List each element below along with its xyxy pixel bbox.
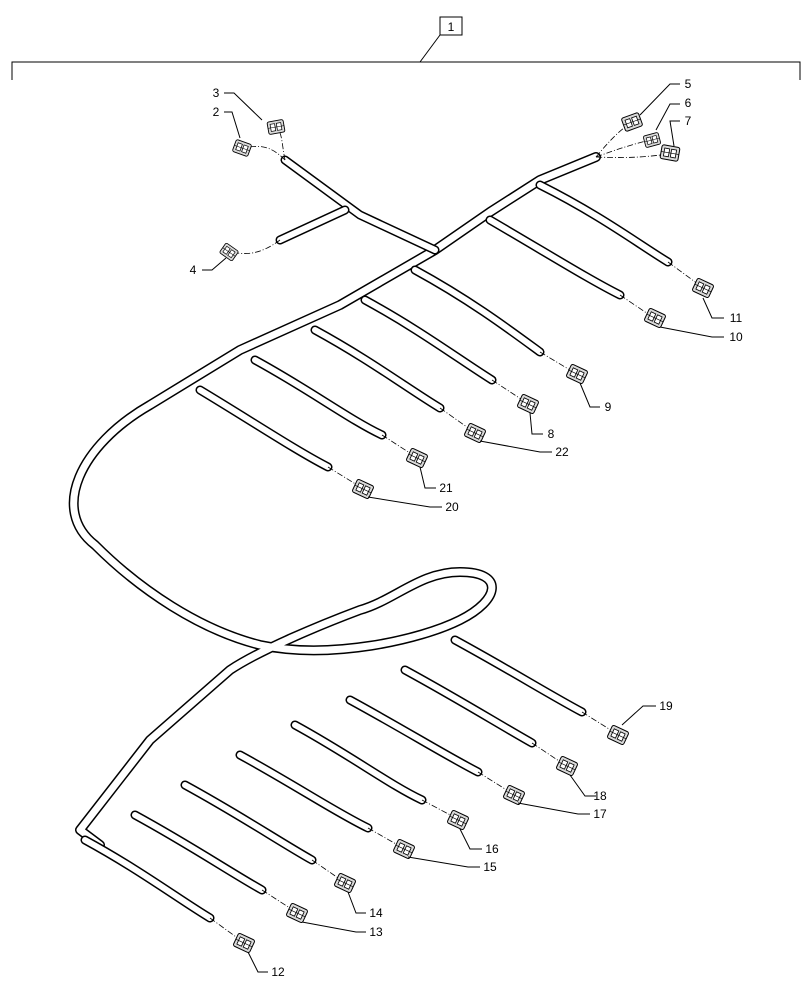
callout-6: 6: [685, 96, 692, 110]
connector-12-icon: [232, 932, 256, 954]
connector-2-icon: [231, 138, 253, 158]
connector-4-icon: [218, 242, 240, 262]
callout-8: 8: [548, 427, 555, 441]
harness-branch-upper-left: [275, 155, 440, 255]
connector-3-icon: [266, 118, 286, 136]
callout-17: 17: [593, 807, 607, 821]
connector-11-icon: [691, 277, 715, 299]
callout-14: 14: [369, 906, 383, 920]
connector-10-icon: [643, 307, 667, 329]
connector-19-icon: [606, 724, 630, 746]
callout-9: 9: [605, 400, 612, 414]
callout-20: 20: [445, 500, 459, 514]
connector-16-icon: [446, 809, 470, 831]
callout-13: 13: [369, 925, 383, 939]
callout-5: 5: [685, 77, 692, 91]
connector-13-icon: [285, 902, 309, 924]
callout-numbers: 2 3 4 5 6 7 11 10 9 8 22 21 20 19 18 17 …: [190, 77, 743, 979]
callout-12: 12: [271, 965, 285, 979]
callout-21: 21: [439, 481, 453, 495]
assembly-bracket: [11, 34, 801, 80]
harness-trunk: [68, 152, 601, 850]
callout-18: 18: [593, 789, 607, 803]
callout-22: 22: [555, 445, 569, 459]
connector-9-icon: [565, 363, 589, 385]
connector-6-icon: [642, 131, 662, 149]
callout-3: 3: [213, 86, 220, 100]
assembly-callout-box: [439, 16, 463, 36]
harness-branches-upper: [195, 180, 673, 472]
callout-15: 15: [483, 860, 497, 874]
callout-7: 7: [685, 114, 692, 128]
connector-8-icon: [516, 393, 540, 415]
callout-11: 11: [730, 311, 743, 325]
connector-7-icon: [659, 144, 681, 162]
callout-19: 19: [659, 699, 673, 713]
connector-21-icon: [405, 447, 429, 469]
connector-18-icon: [555, 755, 579, 777]
connector-14-icon: [333, 872, 357, 894]
callout-4: 4: [190, 263, 197, 277]
assembly-callout-number: 1: [448, 20, 455, 34]
connector-22-icon: [463, 422, 487, 444]
connector-5-icon: [620, 111, 644, 133]
callout-16: 16: [485, 842, 499, 856]
connector-20-icon: [351, 478, 375, 500]
connector-17-icon: [502, 784, 526, 806]
callout-leaders: [202, 83, 724, 973]
callout-2: 2: [213, 105, 220, 119]
callout-10: 10: [729, 330, 743, 344]
harness-branches-lower: [80, 635, 587, 923]
connector-15-icon: [392, 838, 416, 860]
